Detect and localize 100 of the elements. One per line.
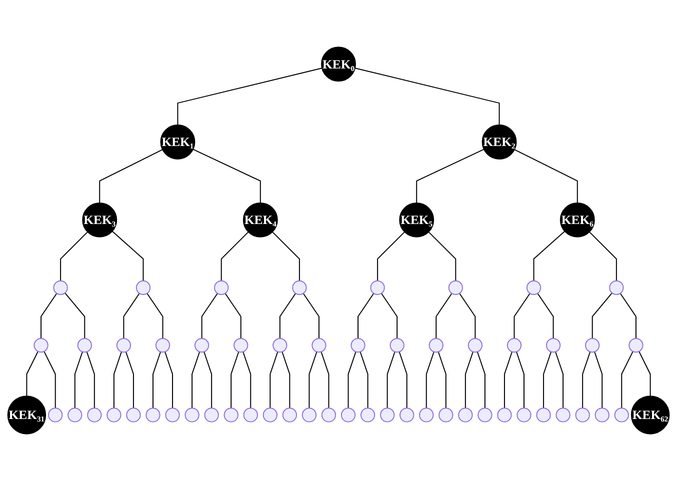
connector bbox=[436, 292, 452, 339]
node-circle bbox=[77, 338, 92, 353]
node-circle bbox=[194, 338, 210, 353]
node-circle bbox=[204, 408, 219, 422]
connector bbox=[555, 351, 564, 409]
node-circle: KEK₃₁ bbox=[7, 396, 46, 434]
connector bbox=[204, 351, 212, 409]
node-circle bbox=[609, 280, 624, 296]
connector bbox=[282, 351, 290, 409]
connector bbox=[514, 149, 578, 204]
connector bbox=[377, 231, 406, 282]
node-circle bbox=[497, 408, 512, 422]
connector bbox=[533, 230, 566, 282]
node-circle: KEK₄ bbox=[242, 202, 278, 238]
connector bbox=[459, 292, 476, 339]
node-circle bbox=[126, 408, 141, 422]
connector bbox=[360, 351, 368, 409]
node-circle bbox=[155, 338, 170, 353]
node-circle bbox=[321, 408, 336, 422]
node-circle: KEK₅ bbox=[399, 202, 434, 238]
connector bbox=[438, 351, 446, 409]
node-circle: KEK₃ bbox=[82, 202, 118, 238]
node-circle bbox=[312, 338, 326, 353]
connector bbox=[220, 231, 249, 282]
connector bbox=[348, 351, 356, 409]
connector bbox=[398, 351, 408, 409]
connector bbox=[26, 350, 38, 397]
node-circle bbox=[106, 408, 122, 422]
node-circle bbox=[546, 338, 561, 353]
connector bbox=[230, 351, 240, 409]
node-circle bbox=[390, 338, 404, 353]
node-circle bbox=[594, 408, 610, 422]
connector bbox=[386, 351, 396, 409]
node-circle bbox=[556, 408, 570, 422]
node-circle bbox=[448, 280, 463, 296]
node-circle bbox=[34, 338, 48, 353]
node-circle bbox=[370, 280, 385, 296]
node-circle bbox=[478, 408, 492, 422]
connector bbox=[146, 292, 164, 339]
connector bbox=[224, 292, 242, 339]
connector bbox=[621, 350, 634, 409]
node-circle bbox=[516, 408, 532, 422]
node-circle: KEK₀ bbox=[321, 46, 356, 82]
node-circle bbox=[438, 408, 454, 422]
node-circle bbox=[614, 408, 629, 422]
node-circle: KEK₂ bbox=[482, 124, 517, 160]
connector bbox=[152, 351, 162, 409]
node-circle bbox=[628, 338, 644, 353]
connector bbox=[620, 292, 636, 339]
connector bbox=[192, 148, 261, 204]
connector bbox=[582, 351, 591, 409]
connector bbox=[638, 350, 651, 397]
connector bbox=[125, 351, 134, 409]
node-circle bbox=[87, 408, 102, 422]
node-circle bbox=[53, 280, 68, 296]
connector bbox=[588, 231, 617, 282]
node-circle bbox=[165, 408, 180, 422]
connector bbox=[40, 292, 58, 339]
node-circle: KEK₁ bbox=[160, 124, 196, 160]
node-circle bbox=[350, 338, 366, 353]
connector bbox=[60, 231, 88, 282]
connector bbox=[164, 351, 173, 409]
node-circle bbox=[536, 408, 551, 422]
connector bbox=[270, 351, 278, 409]
node-circle bbox=[243, 408, 258, 422]
node-circle bbox=[419, 408, 434, 422]
connector bbox=[592, 292, 613, 339]
connector bbox=[516, 351, 524, 409]
node-circle bbox=[184, 408, 200, 422]
node-circle bbox=[302, 408, 317, 422]
node-circle bbox=[360, 408, 376, 422]
node-circle: KEK₆₂ bbox=[630, 396, 670, 434]
node-circle bbox=[292, 280, 307, 296]
node-circle: KEK₆ bbox=[560, 202, 595, 238]
connector bbox=[543, 351, 552, 409]
node-circle bbox=[116, 338, 132, 353]
connector bbox=[354, 68, 500, 126]
node-circle bbox=[146, 408, 160, 422]
connector bbox=[242, 351, 252, 409]
node-circle bbox=[234, 338, 248, 353]
connector bbox=[177, 68, 322, 126]
node-circle bbox=[468, 338, 482, 353]
connector bbox=[504, 351, 513, 409]
connector bbox=[514, 292, 530, 339]
node-circle bbox=[68, 408, 82, 422]
node-circle bbox=[224, 408, 238, 422]
connector bbox=[302, 292, 320, 339]
connector bbox=[113, 351, 122, 409]
connector bbox=[380, 292, 398, 339]
connector bbox=[99, 149, 163, 204]
connector bbox=[201, 292, 218, 339]
node-circle bbox=[48, 408, 63, 422]
node-circle bbox=[400, 408, 414, 422]
node-circle bbox=[272, 338, 288, 353]
connector bbox=[416, 148, 484, 204]
connector bbox=[44, 350, 56, 409]
connector bbox=[112, 230, 144, 282]
node-circle bbox=[428, 338, 444, 353]
node-circle bbox=[282, 408, 297, 422]
connector bbox=[464, 351, 474, 409]
